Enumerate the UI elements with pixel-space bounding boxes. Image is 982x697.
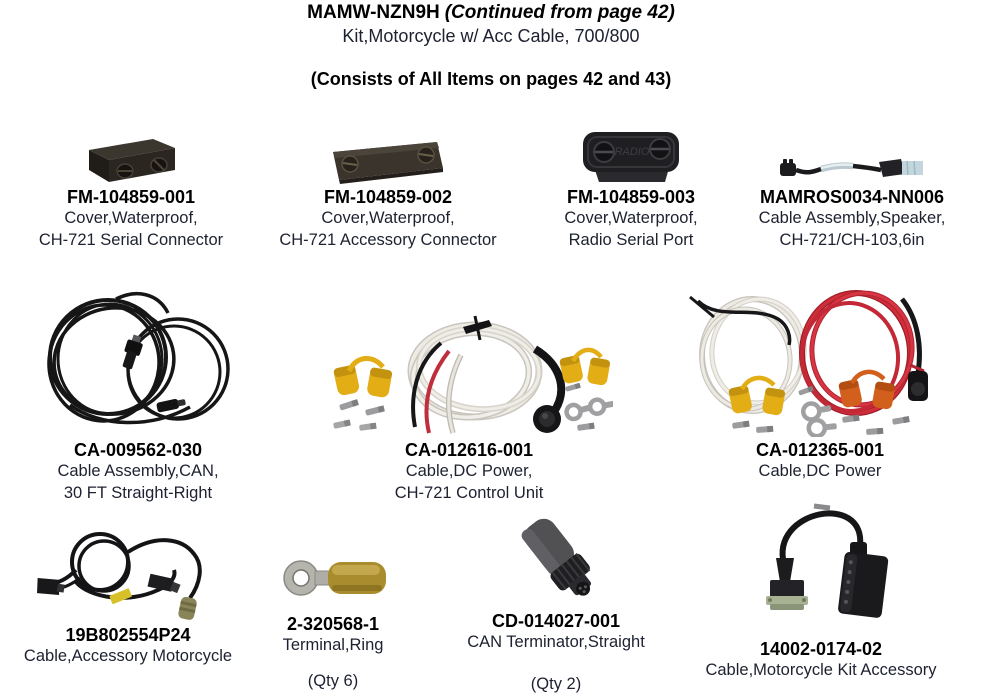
part-photo-box xyxy=(319,283,619,437)
part-number: MAMROS0034-NN006 xyxy=(759,187,945,207)
part-item: CA-009562-030 Cable Assembly,CAN, 30 FT … xyxy=(8,283,268,504)
part-item: 2-320568-1 Terminal,Ring (Qty 6) xyxy=(233,545,433,692)
part-number: FM-104859-002 xyxy=(323,187,453,207)
part-number: 19B802554P24 xyxy=(65,625,191,645)
part-description-line: CAN Terminator,Straight xyxy=(467,633,645,651)
part-photo-box xyxy=(233,545,433,611)
speaker-cable-photo xyxy=(780,159,923,177)
continued-note: (Continued from page 42) xyxy=(444,2,675,23)
consists-note: (Consists of All Items on pages 42 and 4… xyxy=(310,69,672,89)
part-description-line: Cover,Waterproof, xyxy=(321,209,455,227)
part-photo-box xyxy=(441,506,671,608)
waterproof-cover-serial-photo xyxy=(89,139,175,182)
part-item: CD-014027-001 CAN Terminator,Straight (Q… xyxy=(441,506,671,695)
part-description-line: Cable,Accessory Motorcycle xyxy=(23,647,233,665)
embossed-radio-text: RADIO xyxy=(615,146,650,158)
part-photo-box: RADIO xyxy=(506,120,756,184)
part-item: FM-104859-002 Cover,Waterproof, CH-721 A… xyxy=(263,120,513,251)
part-number: CA-012365-001 xyxy=(755,440,885,460)
part-description-line: Radio Serial Port xyxy=(568,230,694,249)
qty-note: (Qty 6) xyxy=(307,671,359,690)
part-item: CA-012616-001 Cable,DC Power, CH-721 Con… xyxy=(319,283,619,504)
part-number: 2-320568-1 xyxy=(286,614,380,634)
part-description-line: Cover,Waterproof, xyxy=(64,209,198,227)
dc-power-cable-photo xyxy=(689,290,928,437)
kit-description: Kit,Motorcycle w/ Acc Cable, 700/800 xyxy=(342,26,640,46)
page-header: MAMW-NZN9H(Continued from page 42) Kit,M… xyxy=(0,0,982,90)
part-description-line: Terminal,Ring xyxy=(282,636,384,654)
part-photo-box xyxy=(691,490,951,636)
part-description-line: CH-721 Accessory Connector xyxy=(279,230,497,249)
part-description-line: Cover,Waterproof, xyxy=(564,209,698,227)
accessory-motorcycle-cable-photo xyxy=(37,532,202,620)
motorcycle-kit-cable-photo xyxy=(765,503,888,618)
part-number: CA-009562-030 xyxy=(73,440,203,460)
part-item: 19B802554P24 Cable,Accessory Motorcycle xyxy=(3,522,253,668)
part-description-line: Cable Assembly,Speaker, xyxy=(758,209,946,227)
part-description-line: 30 FT Straight-Right xyxy=(63,483,213,502)
ring-terminal-photo xyxy=(283,560,386,596)
dc-power-cable-ch721-photo xyxy=(333,315,613,434)
can-cable-coil-photo xyxy=(47,291,230,425)
part-photo-box xyxy=(6,120,256,184)
part-number: FM-104859-001 xyxy=(66,187,196,207)
part-number: 14002-0174-02 xyxy=(759,639,883,659)
part-number: CD-014027-001 xyxy=(491,611,621,631)
part-description-line: Cable,Motorcycle Kit Accessory xyxy=(705,661,937,679)
part-description-line: CH-721 Serial Connector xyxy=(38,230,224,249)
waterproof-cover-radio-port-photo: RADIO xyxy=(583,132,679,182)
part-item: FM-104859-001 Cover,Waterproof, CH-721 S… xyxy=(6,120,256,251)
part-item: MAMROS0034-NN006 Cable Assembly,Speaker,… xyxy=(722,120,982,251)
part-item: CA-012365-001 Cable,DC Power xyxy=(665,283,975,483)
kit-title: MAMW-NZN9H(Continued from page 42) xyxy=(0,0,982,25)
qty-note: (Qty 2) xyxy=(530,674,582,693)
part-description-line: CH-721 Control Unit xyxy=(394,483,544,502)
part-number: FM-104859-003 xyxy=(566,187,696,207)
part-description-line: Cable,DC Power, xyxy=(405,462,533,480)
part-number: CA-012616-001 xyxy=(404,440,534,460)
waterproof-cover-accessory-photo xyxy=(333,142,443,184)
part-photo-box xyxy=(665,283,975,437)
part-description-line: Cable Assembly,CAN, xyxy=(57,462,219,480)
kit-number: MAMW-NZN9H xyxy=(307,2,440,23)
part-photo-box xyxy=(8,283,268,437)
part-photo-box xyxy=(3,522,253,622)
part-photo-box xyxy=(263,120,513,184)
part-description-line: CH-721/CH-103,6in xyxy=(779,230,925,249)
part-description-line: Cable,DC Power xyxy=(758,462,882,480)
part-item: RADIO FM-104859-003 Cover,Waterproof, Ra… xyxy=(506,120,756,251)
can-terminator-photo xyxy=(521,518,591,596)
part-photo-box xyxy=(722,120,982,184)
part-item: 14002-0174-02 Cable,Motorcycle Kit Acces… xyxy=(691,490,951,682)
